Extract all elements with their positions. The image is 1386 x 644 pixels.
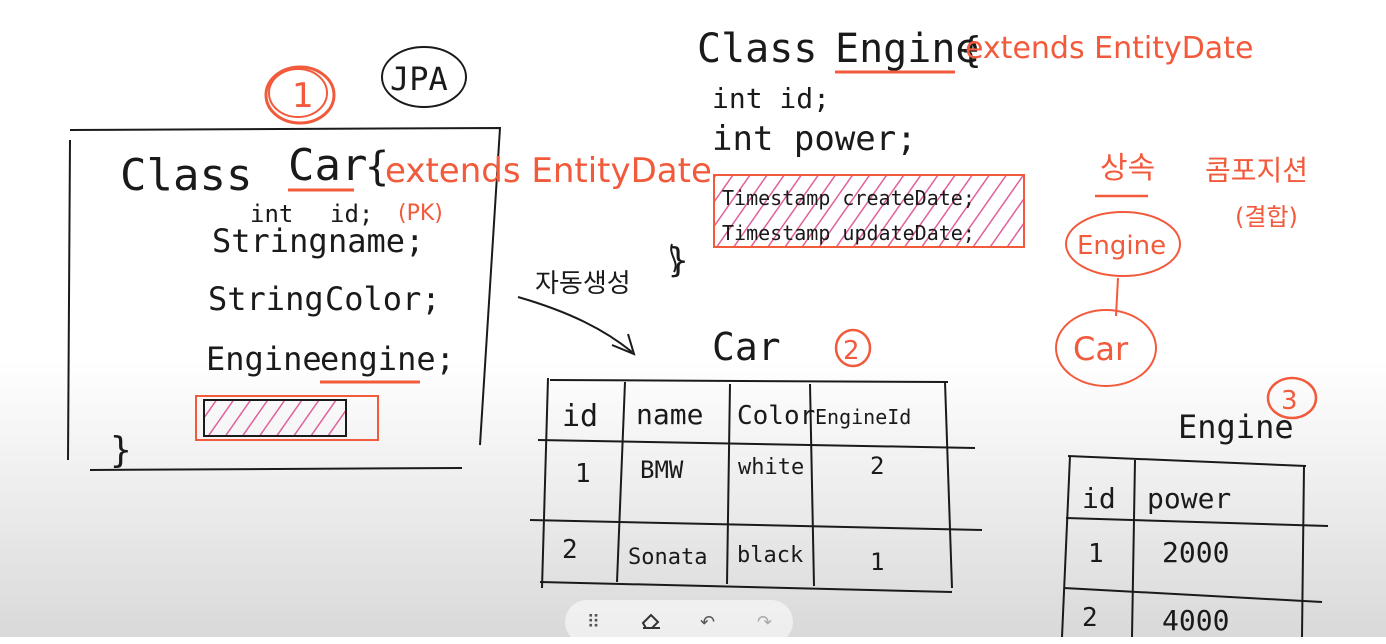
car-table-title: Car	[712, 325, 781, 369]
engine-node-label: Engine	[1077, 231, 1166, 261]
car-table-cell: white	[738, 455, 804, 480]
engine-table-title: Engine	[1178, 408, 1294, 446]
car-class-name: Car	[288, 140, 367, 191]
engine-class-close: }	[668, 241, 688, 281]
auto-generate-arrow: 자동생성	[517, 269, 636, 356]
engine-table: Engine 3 id power 1 2000 2 4000	[1061, 376, 1329, 637]
composition-label: 콤포지션	[1205, 154, 1308, 187]
car-field-name: engine;	[320, 340, 455, 378]
engine-field: int id;	[712, 82, 830, 115]
car-field-type: String	[208, 280, 324, 318]
car-table-cell: Sonata	[628, 545, 707, 570]
car-table: Car 2 id name Color EngineId 1 BMW white…	[529, 325, 983, 593]
car-field-note: (PK)	[398, 201, 443, 226]
step-one-mark: 1	[264, 65, 336, 125]
car-field-type: Engine	[206, 340, 322, 378]
pen-toolbar: ⠿ ↶ ↷	[565, 600, 793, 644]
car-table-cell: 1	[575, 459, 591, 489]
car-field-type: int	[250, 200, 293, 228]
car-table-header-cell: EngineId	[815, 405, 911, 429]
engine-field: Timestamp createDate;	[722, 186, 975, 210]
stray-pen-mark	[670, 243, 677, 273]
car-node-label: Car	[1073, 330, 1129, 368]
car-table-header-cell: name	[636, 398, 703, 431]
engine-class-box: Class Engine { extends EntityDate int id…	[668, 26, 1253, 281]
engine-table-cell: 4000	[1162, 604, 1229, 637]
engine-table-cell: 2	[1082, 603, 1098, 633]
car-class-box: Class Car { extends EntityDate int id; (…	[67, 126, 712, 471]
engine-field: int power;	[712, 119, 917, 159]
undo-icon[interactable]: ↶	[699, 611, 716, 633]
car-field-name: id;	[330, 200, 373, 228]
jpa-label: JPA	[390, 60, 448, 98]
engine-class-keyword: Class	[697, 26, 817, 72]
drag-handle-icon[interactable]: ⠿	[586, 611, 601, 633]
step-two-label: 2	[843, 336, 860, 366]
step-one-label: 1	[292, 76, 314, 116]
engine-table-header-cell: power	[1147, 482, 1231, 515]
car-field-name: Color;	[325, 280, 441, 318]
auto-generate-label: 자동생성	[535, 269, 631, 299]
engine-table-cell: 1	[1088, 539, 1104, 569]
jpa-mark: JPA	[381, 46, 467, 108]
redo-icon[interactable]: ↷	[756, 611, 773, 633]
car-table-cell: 1	[870, 548, 884, 576]
engine-table-cell: 2000	[1162, 536, 1229, 569]
car-table-cell: BMW	[640, 456, 684, 484]
car-class-close: }	[110, 430, 132, 471]
engine-class-extends: extends EntityDate	[965, 31, 1253, 66]
engine-field: Timestamp updateDate;	[722, 221, 975, 245]
car-class-keyword: Class	[120, 150, 252, 201]
inheritance-label: 상속	[1100, 151, 1155, 186]
composition-note: (결합)	[1235, 203, 1298, 231]
car-field-type: String	[212, 222, 328, 260]
engine-class-brace: {	[960, 30, 982, 71]
car-table-cell: black	[737, 543, 803, 568]
engine-struck-out-fields	[713, 174, 1025, 248]
step-three-label: 3	[1281, 386, 1298, 416]
car-table-header-cell: id	[562, 399, 598, 434]
car-table-cell: 2	[870, 452, 884, 480]
car-class-brace: {	[365, 144, 389, 190]
relationship-sketch: 상속 콤포지션 (결합) Engine Car	[1055, 151, 1308, 387]
car-struck-out-fields	[203, 399, 347, 437]
car-table-cell: 2	[562, 535, 578, 565]
eraser-icon[interactable]	[636, 611, 666, 634]
car-table-header-cell: Color	[737, 401, 815, 431]
car-class-extends: extends EntityDate	[385, 151, 712, 191]
car-field-name: name;	[328, 222, 424, 260]
engine-table-header-cell: id	[1082, 482, 1116, 515]
engine-class-name: Engine	[835, 26, 980, 72]
